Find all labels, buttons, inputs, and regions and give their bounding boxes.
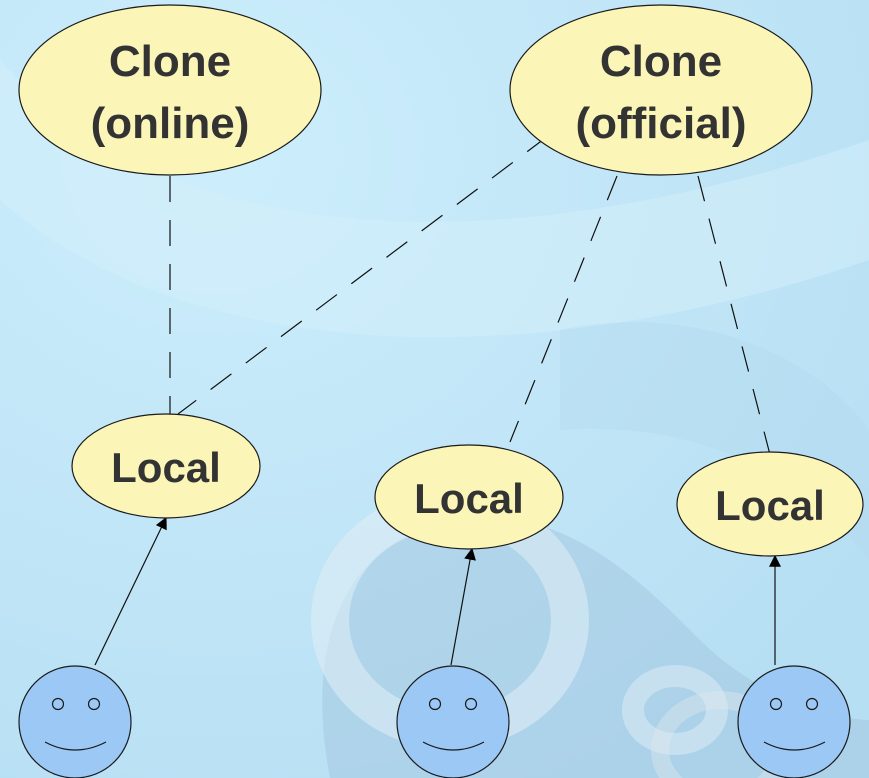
node-local-1-label: Local: [111, 444, 221, 491]
arrow-user-2-to-local-2: [450, 547, 476, 666]
user-2-smiley-icon[interactable]: [396, 665, 510, 778]
node-clone-online-line1: Clone: [109, 37, 231, 86]
node-local-1[interactable]: Local: [71, 413, 261, 519]
dashed-edges: [169, 135, 776, 475]
node-local-3[interactable]: Local: [676, 451, 864, 557]
arrow-user-1-to-local-1: [94, 516, 167, 666]
node-clone-online-line2: (online): [91, 99, 250, 148]
node-local-2[interactable]: Local: [374, 444, 564, 550]
node-clone-official-line1: Clone: [600, 37, 722, 86]
node-clone-online[interactable]: Clone (online): [18, 4, 322, 176]
arrow-edges: [94, 516, 781, 666]
node-local-2-label: Local: [414, 475, 524, 522]
node-clone-official[interactable]: Clone (official): [509, 4, 813, 176]
edge-clone-official-to-local-2: [509, 175, 618, 443]
user-3-smiley-icon[interactable]: [737, 665, 851, 778]
node-clone-official-line2: (official): [575, 99, 746, 148]
edge-clone-official-to-local-3: [697, 175, 776, 475]
node-local-3-label: Local: [715, 482, 825, 529]
edge-clone-official-to-local-1: [177, 135, 549, 415]
user-1-smiley-icon[interactable]: [18, 665, 132, 778]
